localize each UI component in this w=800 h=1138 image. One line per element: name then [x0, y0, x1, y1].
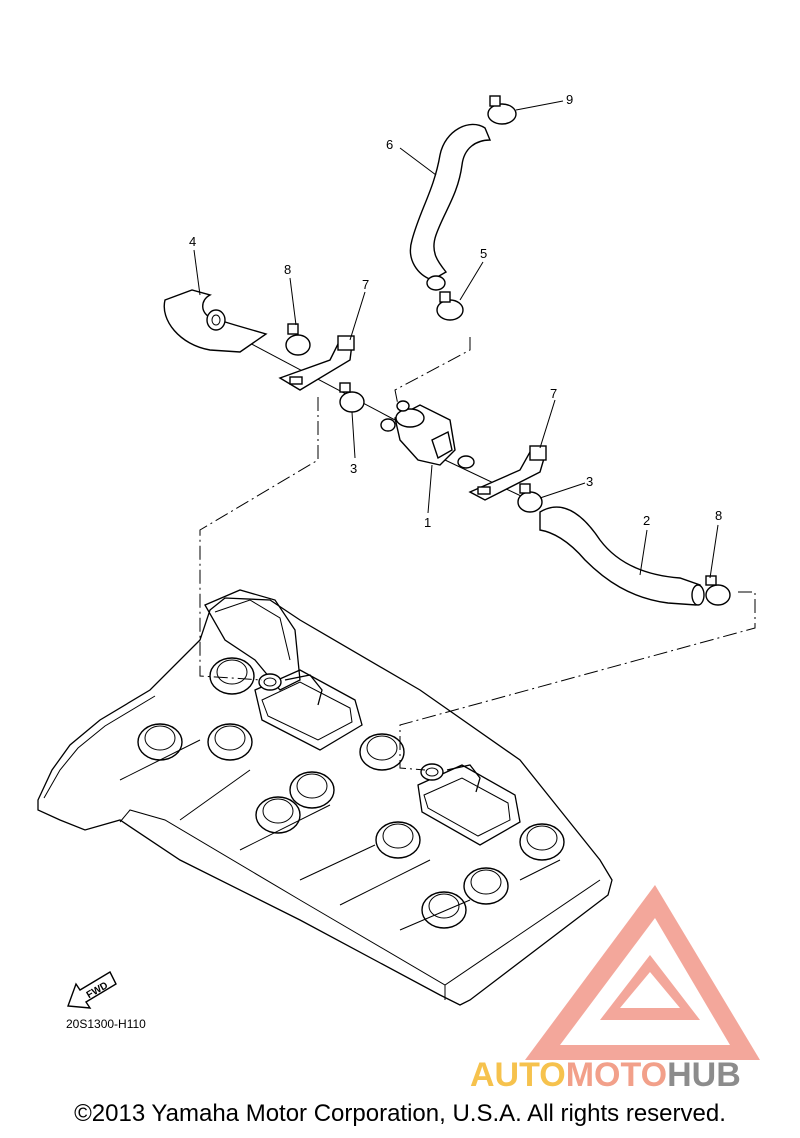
callout-1: 1	[424, 515, 431, 530]
clamp-part-5	[436, 291, 464, 321]
hose-part-4	[163, 289, 268, 353]
callout-9: 9	[566, 92, 573, 107]
clamp-part-9	[487, 95, 517, 125]
callout-4: 4	[189, 234, 196, 249]
callout-7-right: 7	[550, 386, 557, 401]
fwd-arrow-icon: FWD	[67, 971, 117, 1009]
hose-part-2	[539, 506, 705, 606]
callout-leaders	[193, 100, 719, 579]
bracket-part-7-right	[468, 445, 547, 501]
callout-2: 2	[643, 513, 650, 528]
callout-7-left: 7	[362, 277, 369, 292]
callout-5: 5	[480, 246, 487, 261]
clamp-part-8-left	[285, 323, 311, 356]
watermark-auto: AUTO	[470, 1056, 566, 1094]
copyright-footer: ©2013 Yamaha Motor Corporation, U.S.A. A…	[74, 1100, 726, 1127]
connection-lines	[199, 321, 756, 771]
clamp-part-8-right	[705, 575, 731, 606]
clamp-part-3-right	[517, 483, 543, 513]
callout-8-left: 8	[284, 262, 291, 277]
watermark-logo-icon	[525, 885, 760, 1060]
callout-6: 6	[386, 137, 393, 152]
callout-3-left: 3	[350, 461, 357, 476]
air-cut-valve-part-1	[380, 400, 475, 469]
spark-plug-holes	[137, 657, 565, 929]
clamp-part-3-left	[339, 382, 365, 413]
watermark-hub: HUB	[667, 1056, 741, 1094]
callout-8-right: 8	[715, 508, 722, 523]
fwd-label: FWD	[85, 980, 110, 1001]
watermark-text: AUTOMOTOHUB	[470, 1056, 741, 1095]
diagram-code: 20S1300-H110	[66, 1017, 146, 1031]
hose-part-6	[409, 123, 492, 291]
cylinder-head-cover	[37, 589, 613, 1006]
callout-3-right: 3	[586, 474, 593, 489]
watermark-moto: MOTO	[565, 1056, 668, 1094]
